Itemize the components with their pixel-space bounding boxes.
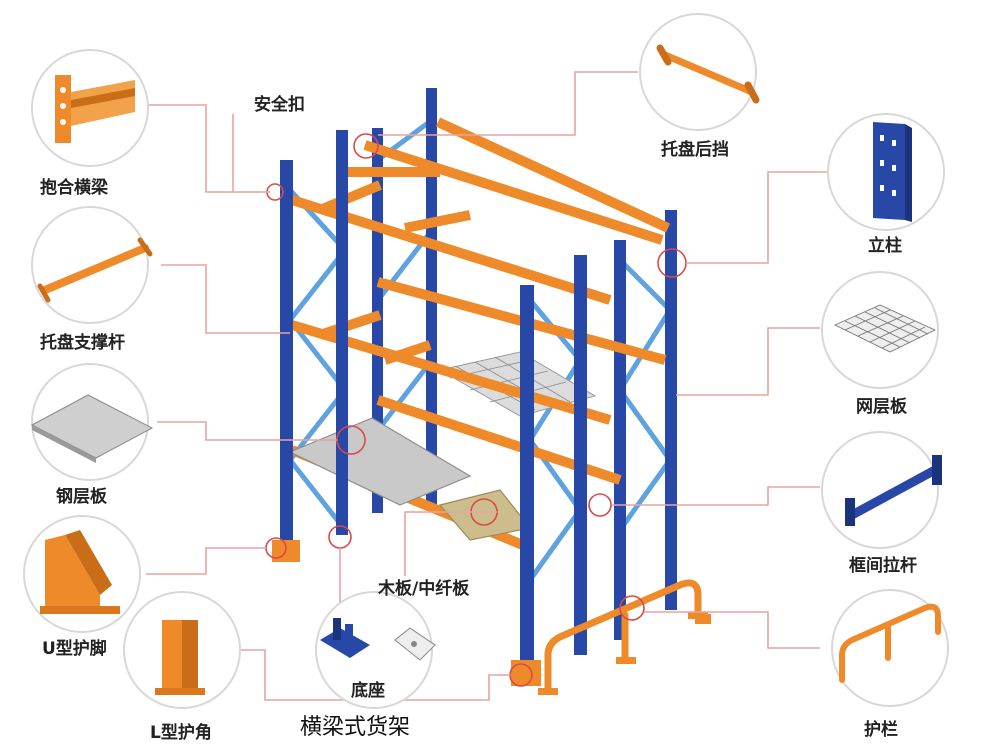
callout-pallet-stop xyxy=(639,13,760,131)
callout-wire-deck xyxy=(821,271,939,389)
callout-steel-deck xyxy=(30,363,154,481)
label-row-spacer: 框间拉杆 xyxy=(849,555,917,576)
callout-step-beam xyxy=(31,49,149,167)
label-base-plate: 底座 xyxy=(351,680,385,701)
upright-icon xyxy=(873,122,912,222)
component-labels: 安全扣 抱合横梁 托盘后挡 立柱 托盘支撑杆 网层板 钢层板 框间拉杆 木板/中… xyxy=(40,94,917,743)
label-pallet-support: 托盘支撑杆 xyxy=(40,332,125,353)
wire-deck-icon xyxy=(833,304,937,353)
step-beam-icon xyxy=(55,75,135,143)
callout-u-guard xyxy=(23,515,141,633)
wood-deck-shape xyxy=(438,489,532,541)
callout-upright xyxy=(827,113,945,231)
label-guard-rail: 护栏 xyxy=(864,719,898,740)
label-pallet-stop: 托盘后挡 xyxy=(661,139,729,160)
label-step-beam: 抱合横梁 xyxy=(40,177,109,198)
pallet-support-icon xyxy=(37,237,153,303)
callout-base-plate xyxy=(315,591,436,709)
label-wire-deck: 网层板 xyxy=(856,396,908,417)
callout-pallet-support xyxy=(31,206,153,324)
label-l-guard: L型护角 xyxy=(150,722,212,743)
pallet-stop-icon xyxy=(656,44,760,104)
rack-illustration xyxy=(265,88,711,695)
label-u-guard: U型护脚 xyxy=(42,638,107,659)
callout-guard-rail xyxy=(831,589,949,707)
label-snap-lock: 安全扣 xyxy=(254,94,305,115)
callout-l-guard xyxy=(123,591,241,709)
diagram-title: 横梁式货架 xyxy=(300,715,410,740)
u-guard-icon xyxy=(40,530,120,614)
label-steel-deck: 钢层板 xyxy=(56,486,108,507)
steel-deck-icon xyxy=(30,394,154,463)
label-wood-deck: 木板/中纤板 xyxy=(377,578,470,599)
beam-group xyxy=(290,117,671,553)
guard-rail-icon xyxy=(839,603,941,683)
row-spacer-icon xyxy=(845,455,942,526)
base-plate-icon xyxy=(320,618,436,661)
l-guard-icon xyxy=(155,620,205,695)
callout-row-spacer xyxy=(821,431,942,549)
label-upright: 立柱 xyxy=(868,235,902,256)
leader-lines xyxy=(141,71,860,701)
